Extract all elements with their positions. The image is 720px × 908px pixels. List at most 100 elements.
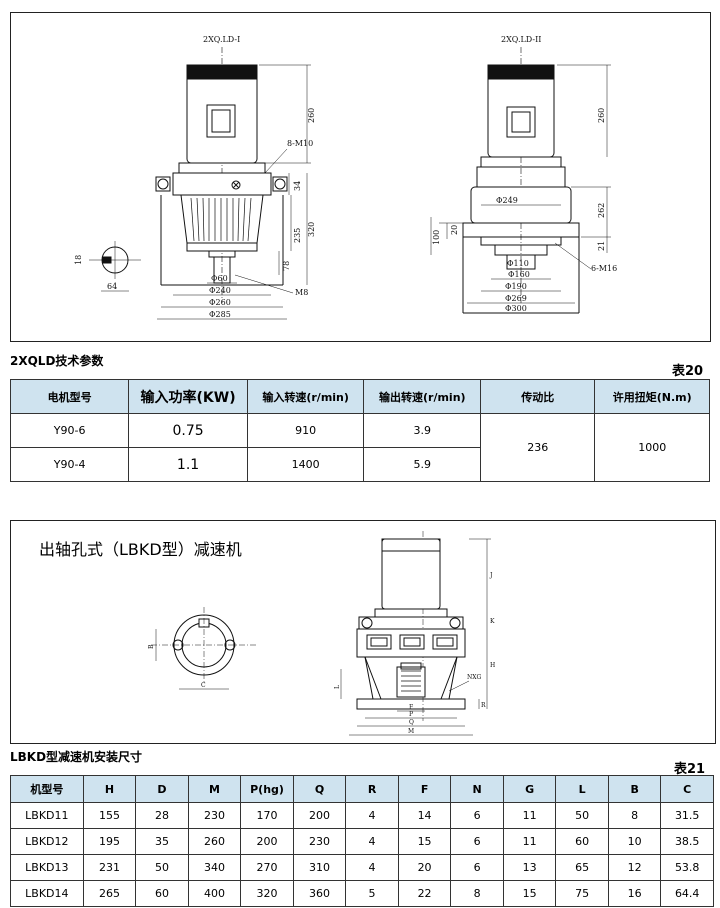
table2-header: M	[187, 775, 242, 803]
table-cell: 5	[345, 880, 399, 907]
table-cell: 13	[502, 854, 557, 881]
table-cell: 38.5	[660, 828, 714, 855]
dim-left-phi60: Φ60	[211, 274, 228, 283]
table-cell: 16	[607, 880, 662, 907]
dim-c: C	[201, 682, 206, 689]
table-cell: 11	[502, 802, 557, 829]
table-cell: 360	[292, 880, 347, 907]
table2-caption: LBKD型减速机安装尺寸	[10, 750, 143, 764]
dim-m: M	[408, 728, 414, 735]
table-cell: 270	[240, 854, 294, 881]
dim-left-64: 64	[107, 282, 117, 291]
table-cell: 155	[82, 802, 137, 829]
table-cell: 230	[292, 828, 347, 855]
label-2xqld-ii: 2XQ.LD-II	[501, 35, 541, 44]
table-cell-ratio: 236	[480, 413, 596, 482]
dim-right-260: 260	[597, 108, 606, 123]
table-cell: LBKD11	[10, 802, 84, 829]
table-cell: 5.9	[363, 447, 482, 482]
table1-label: 表20	[672, 364, 704, 379]
dim-left-m8: M8	[295, 288, 308, 297]
table-cell: 1.1	[128, 447, 248, 482]
drawing-panel-lbkd: 出轴孔式（LBKD型）减速机 B C	[10, 520, 716, 744]
table-cell: 22	[397, 880, 452, 907]
dim-left-260: 260	[307, 108, 316, 123]
table-cell: 14	[397, 802, 452, 829]
table-lbkd-dims: 机型号 H D M P(hg) Q R F N G L B C LBKD11 1…	[10, 775, 714, 907]
dim-left-8m10: 8-M10	[287, 139, 313, 148]
table1-header: 输入功率(KW)	[128, 379, 248, 414]
drawing-panel-2xqld: 2XQ.LD-I	[10, 12, 711, 342]
table-cell: 400	[187, 880, 242, 907]
table-row: LBKD12 195 35 260 200 230 4 15 6 11 60 1…	[10, 828, 714, 855]
table-cell: LBKD12	[10, 828, 84, 855]
table-cell: 6	[450, 802, 504, 829]
table-row: LBKD13 231 50 340 270 310 4 20 6 13 65 1…	[10, 854, 714, 881]
table-cell: 20	[397, 854, 452, 881]
table-cell: 200	[240, 828, 294, 855]
table-cell: 4	[345, 828, 399, 855]
dim-k: K	[490, 618, 495, 625]
table-row: LBKD11 155 28 230 170 200 4 14 6 11 50 8…	[10, 802, 714, 829]
table2-header: D	[135, 775, 189, 803]
dim-left-phi240: Φ240	[209, 286, 231, 295]
table-cell: 60	[555, 828, 609, 855]
table-cell: 65	[555, 854, 609, 881]
table-cell: 200	[292, 802, 347, 829]
table-cell-torque: 1000	[594, 413, 710, 482]
table-cell: 11	[502, 828, 557, 855]
dim-left-320: 320	[307, 222, 316, 237]
table-cell: 12	[607, 854, 662, 881]
table2-header: C	[660, 775, 714, 803]
dim-nxg: NXG	[467, 674, 482, 681]
table-cell: 910	[246, 413, 365, 448]
table1-header: 电机型号	[9, 379, 130, 414]
table-cell: 170	[240, 802, 294, 829]
drawing-lbkd: B C J K H L NXG	[148, 531, 495, 736]
table-cell: 15	[502, 880, 557, 907]
table-cell: 15	[397, 828, 452, 855]
table-cell: 28	[135, 802, 189, 829]
table2-header: R	[345, 775, 399, 803]
dim-q: Q	[409, 719, 414, 726]
dim-right-phi110: Φ110	[507, 259, 529, 268]
table-cell: Y90-6	[9, 413, 130, 448]
table-cell: LBKD13	[10, 854, 84, 881]
label-2xqld-i: 2XQ.LD-I	[203, 35, 240, 44]
table1-caption: 2XQLD技术参数	[10, 354, 104, 368]
dim-right-phi249: Φ249	[496, 196, 518, 205]
dim-left-34: 34	[293, 181, 302, 191]
table2-header: 机型号	[10, 775, 84, 803]
table2-label: 表21	[674, 762, 706, 777]
dim-right-100: 100	[432, 230, 441, 245]
table-cell: 8	[607, 802, 662, 829]
table-cell: 8	[450, 880, 504, 907]
dim-p: P	[409, 711, 413, 718]
table2-header: H	[82, 775, 137, 803]
dim-right-phi190: Φ190	[505, 282, 527, 291]
dim-b: B	[148, 644, 155, 649]
table-cell: 50	[135, 854, 189, 881]
table-cell: 75	[555, 880, 609, 907]
table-cell: 4	[345, 802, 399, 829]
dim-r: R	[481, 702, 486, 709]
table-cell: 340	[187, 854, 242, 881]
table2-header: N	[450, 775, 504, 803]
table2-header: Q	[292, 775, 347, 803]
table-cell: 230	[187, 802, 242, 829]
dim-right-phi160: Φ160	[508, 270, 530, 279]
dim-right-20: 20	[450, 225, 459, 235]
dim-right-6m16: 6-M16	[591, 264, 617, 273]
dim-left-18: 18	[74, 255, 83, 265]
table-cell: 0.75	[128, 413, 248, 448]
table-cell: 64.4	[660, 880, 714, 907]
table1-header: 传动比	[480, 379, 596, 414]
table2-header: L	[555, 775, 609, 803]
dim-j: J	[489, 572, 493, 579]
table2-header: G	[502, 775, 557, 803]
table-cell: 260	[187, 828, 242, 855]
dim-right-262: 262	[597, 203, 606, 218]
dim-left-235: 235	[293, 228, 302, 243]
table-2xqld-params: 电机型号 输入功率(KW) 输入转速(r/min) 输出转速(r/min) 传动…	[9, 379, 710, 482]
dim-left-phi285: Φ285	[209, 310, 231, 319]
